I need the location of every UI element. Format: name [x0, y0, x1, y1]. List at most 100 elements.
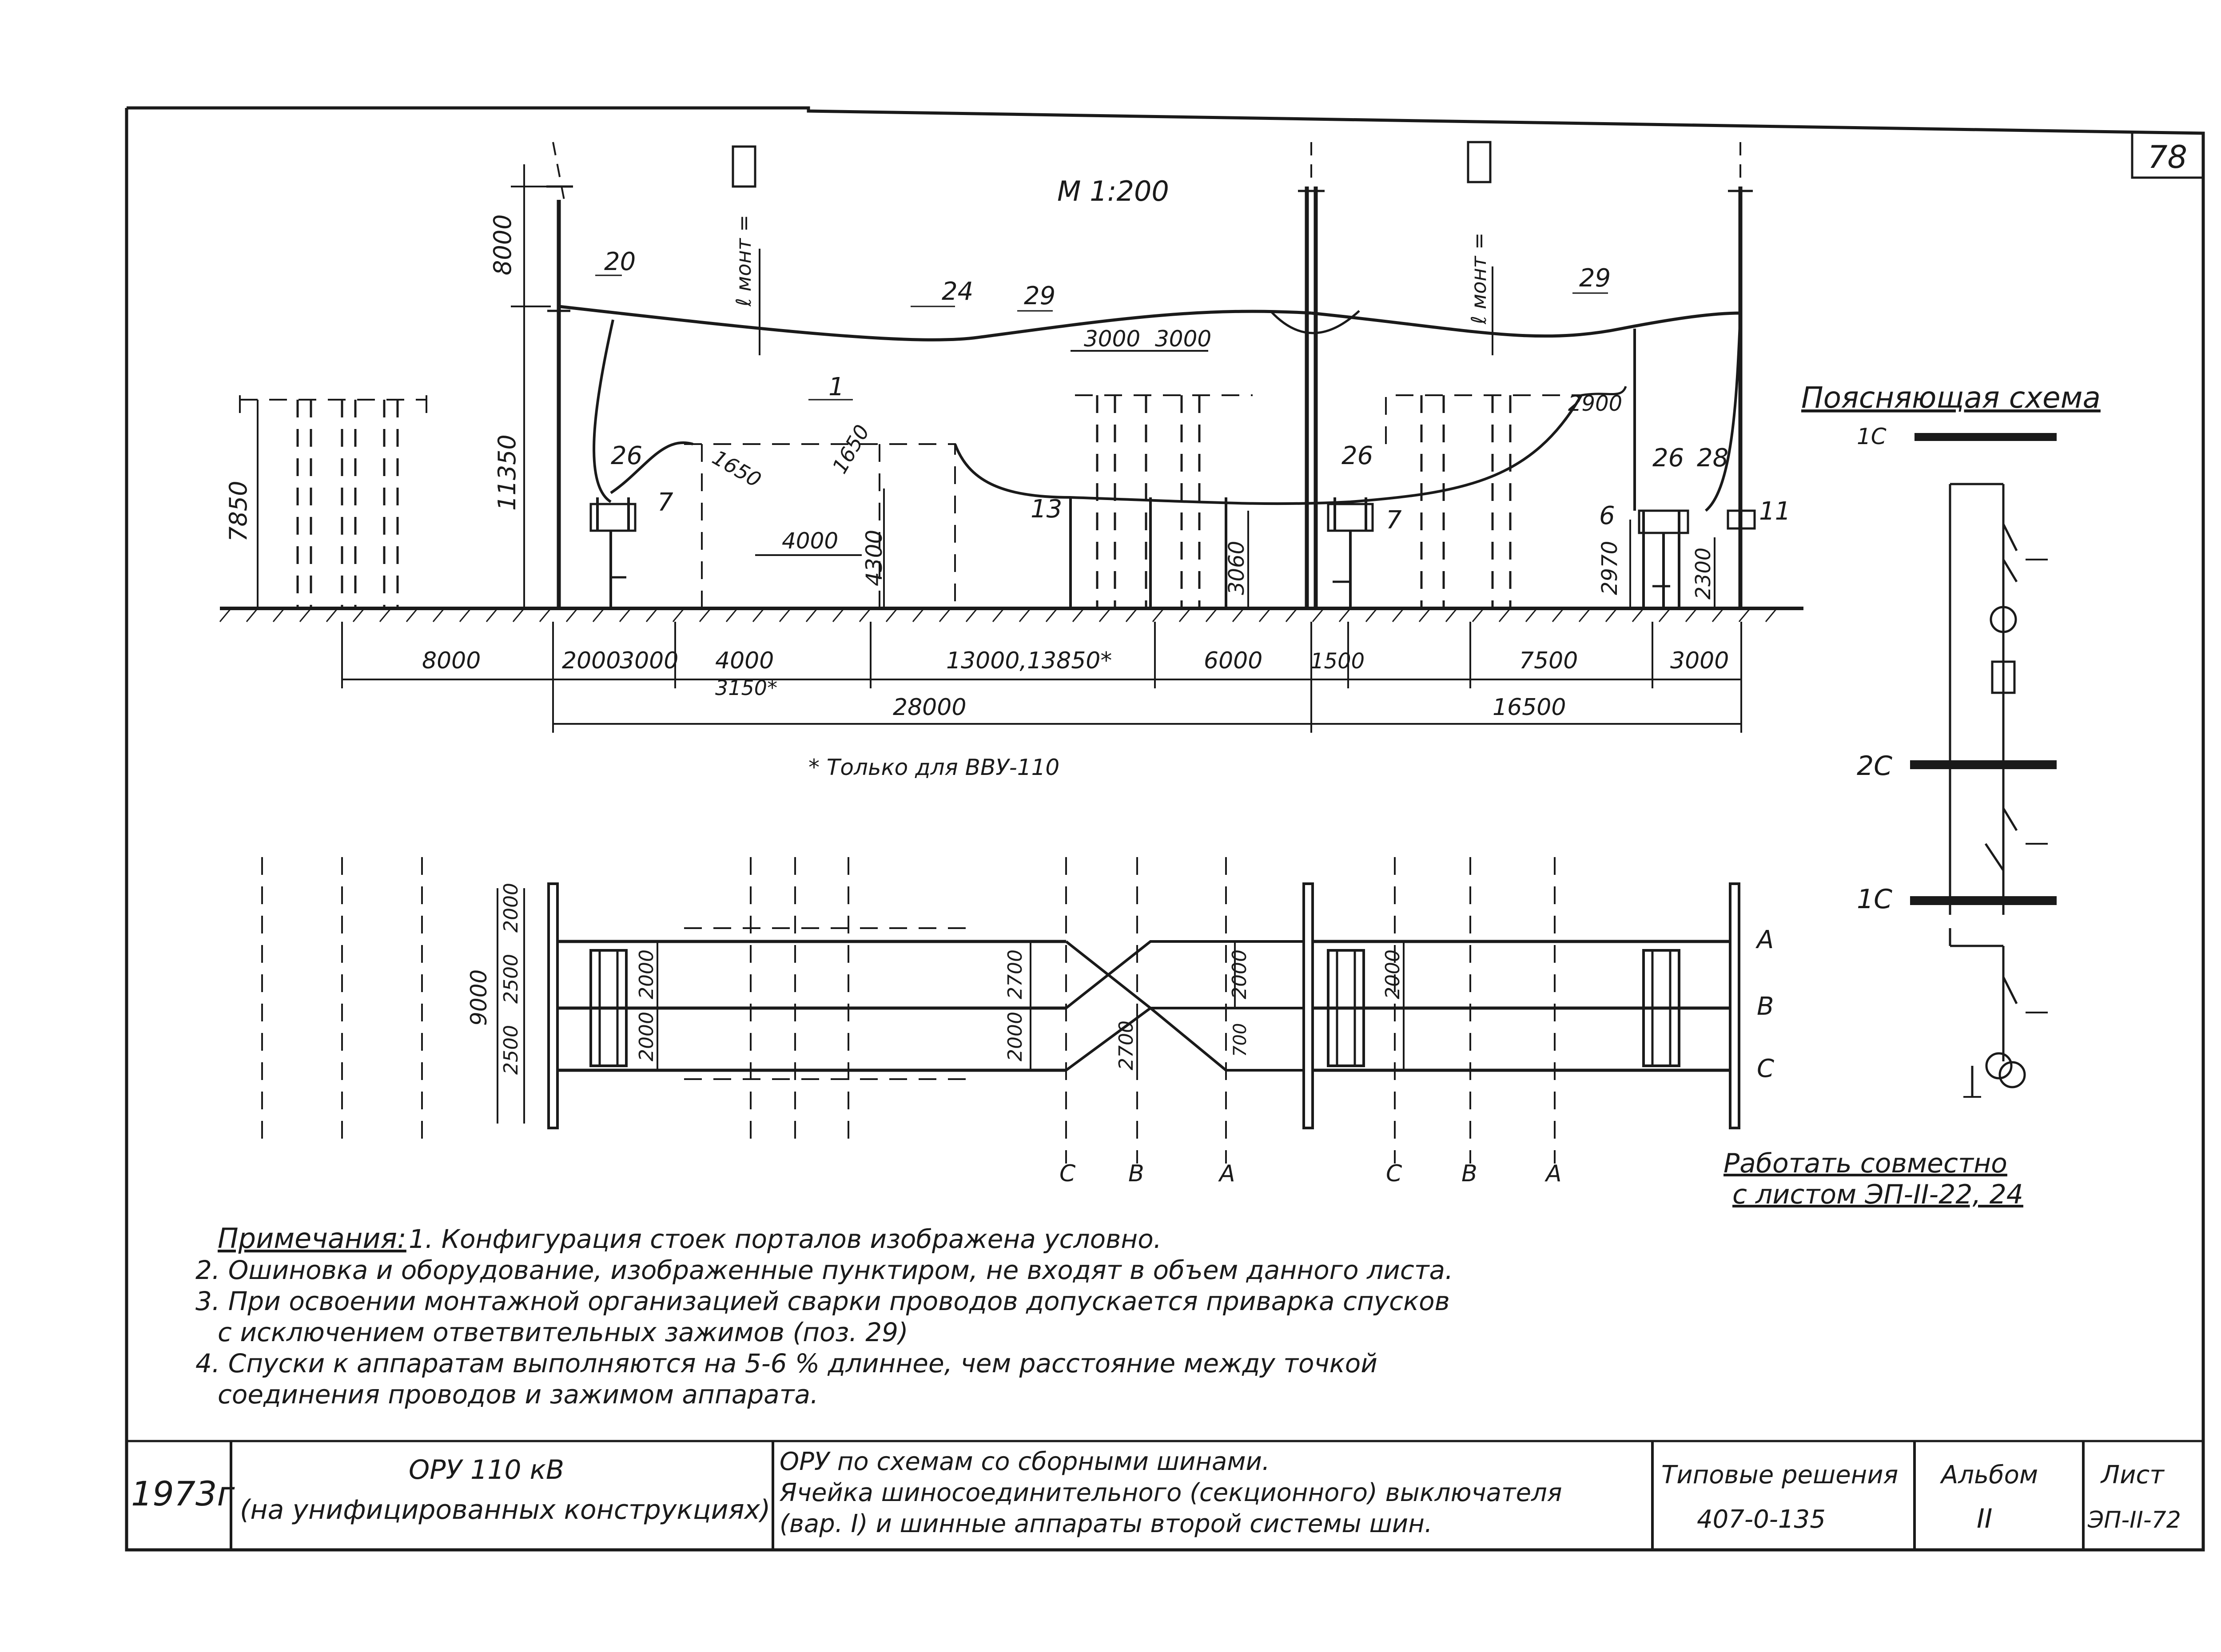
- pos-6: 6: [1599, 501, 1615, 530]
- schematic-disconnector-top: [2002, 523, 2048, 583]
- dim-3000-b: 3000: [1155, 326, 1211, 352]
- plan-phase-conductors: [557, 940, 1730, 1072]
- pos-29-a: 29: [1024, 282, 1055, 310]
- pos-7-b: 7: [1386, 506, 1402, 535]
- dashed-structures: [239, 394, 1581, 608]
- plan-portal-left: [547, 882, 559, 1129]
- pos-26-c: 26: [1652, 444, 1684, 473]
- sheet-number: 78: [2148, 139, 2187, 175]
- plan-disconnector-middle: [1327, 949, 1365, 1067]
- bus-1c-label: 1С: [1857, 884, 1892, 915]
- plan-dim-700: 700: [1230, 1023, 1250, 1057]
- note-1: 1. Конфигурация стоек порталов изображен…: [409, 1224, 1162, 1254]
- title-object-1: ОРУ 110 кВ: [409, 1454, 564, 1485]
- dim-11350: 11350: [493, 434, 521, 511]
- disconnector-left: [589, 497, 637, 608]
- plan-dim-2000-d: 2000: [1004, 1012, 1027, 1061]
- dim-1650-b: 1650: [828, 421, 874, 477]
- plan-dim-2700-b: 2700: [1115, 1021, 1138, 1070]
- plan-portal-right: [1729, 882, 1740, 1129]
- bus-1c-top-label: 1С: [1857, 424, 1887, 449]
- plan-dims: [497, 888, 1405, 1124]
- phase-bottom1-c: С: [1059, 1160, 1076, 1187]
- schematic-breaker: [1991, 660, 2016, 694]
- plan-dim-2000-a: 2000: [500, 883, 522, 933]
- pos-26-a: 26: [611, 441, 642, 470]
- dim-3000-a: 3000: [1084, 326, 1140, 352]
- phase-bottom2-c: С: [1386, 1160, 1402, 1187]
- schematic-voltage-transformer: [1963, 1052, 2026, 1098]
- bus-2c: [1910, 760, 2057, 769]
- plan-portal-middle: [1302, 882, 1314, 1129]
- phase-right-a: А: [1755, 925, 1774, 954]
- apparatus-posts: [1069, 497, 1680, 608]
- ground-line: [219, 607, 1803, 622]
- title-desc-3: (вар. I) и шинные аппараты второй систем…: [780, 1509, 1433, 1538]
- phase-right-c: С: [1757, 1054, 1774, 1083]
- plan-dim-2000-b: 2000: [635, 949, 658, 999]
- pos-28: 28: [1697, 444, 1728, 473]
- elevation-dims-vertical: [257, 164, 1716, 608]
- bdim-1500: 1500: [1310, 649, 1365, 674]
- title-desc-1: ОРУ по схемам со сборными шинами.: [780, 1447, 1270, 1476]
- phase-bottom1-a: А: [1218, 1160, 1235, 1187]
- portal-right: [1728, 142, 1753, 608]
- elevation-dims-horizontal: [341, 622, 1742, 733]
- dim-8000-top: 8000: [489, 214, 517, 275]
- notes-heading: Примечания:: [218, 1222, 406, 1255]
- mount-label-left: ℓ монт =: [732, 214, 756, 307]
- pos-24: 24: [942, 277, 973, 306]
- pos-26-b: 26: [1341, 441, 1373, 470]
- disconnector-right: [1638, 509, 1756, 608]
- plan-disconnector-right: [1642, 949, 1680, 1067]
- plan-dim-2500-a: 2500: [500, 954, 522, 1004]
- bdim-16500: 16500: [1493, 694, 1566, 721]
- bus-2c-label: 2С: [1857, 751, 1892, 782]
- plan-dashed-boundaries: [261, 857, 1556, 1164]
- dim-2900: 2900: [1568, 391, 1622, 416]
- portal-middle: [1270, 142, 1360, 608]
- phase-bottom1-b: В: [1128, 1160, 1144, 1187]
- conductors: [558, 305, 1742, 512]
- scale-label: М 1:200: [1057, 175, 1169, 207]
- plan-dim-2000-e: 2000: [1228, 949, 1251, 999]
- plan-dim-2700-a: 2700: [1004, 949, 1027, 999]
- schematic-title: Поясняющая схема: [1801, 381, 2101, 415]
- mount-marker-left: ℓ монт =: [732, 145, 760, 355]
- bus-1c-top: [1915, 433, 2057, 441]
- bdim-4000: 4000: [715, 647, 774, 674]
- dim-4300: 4300: [861, 530, 887, 586]
- title-desc-2: Ячейка шиносоединительного (секционного)…: [779, 1478, 1562, 1507]
- pos-29-b: 29: [1579, 264, 1611, 293]
- pos-20: 20: [604, 247, 636, 276]
- title-album-value: II: [1977, 1503, 1992, 1534]
- note-3: 3. При освоении монтажной организацией с…: [195, 1286, 1450, 1316]
- note-jointly-2: с листом ЭП-II-22, 24: [1732, 1179, 2023, 1210]
- schematic-current-transformer: [1990, 606, 2017, 633]
- note-3b: с исключением ответвительных зажимов (по…: [218, 1317, 908, 1347]
- bdim-3000: 3000: [620, 647, 678, 674]
- bdim-13000: 13000,13850*: [946, 647, 1112, 674]
- title-typical-label: Типовые решения: [1661, 1461, 1898, 1489]
- phase-bottom2-b: В: [1461, 1160, 1477, 1187]
- note-4b: соединения проводов и зажимом аппарата.: [218, 1379, 818, 1410]
- pos-11: 11: [1759, 497, 1791, 526]
- pos-1: 1: [828, 373, 844, 401]
- dim-4000: 4000: [782, 528, 838, 554]
- dim-1650-a: 1650: [708, 445, 765, 492]
- elevation-view: М 1:200: [219, 141, 1803, 780]
- bdim-3000r: 3000: [1670, 647, 1729, 674]
- note-2: 2. Ошиновка и оборудование, изображенные…: [195, 1255, 1453, 1285]
- bdim-2000: 2000: [562, 647, 621, 674]
- mount-label-right: ℓ монт =: [1467, 232, 1491, 325]
- title-block: 1973г ОРУ 110 кВ (на унифицированных кон…: [131, 1441, 2181, 1550]
- plan-dim-9000: 9000: [466, 969, 492, 1026]
- sheet-frame: 78: [125, 106, 2205, 1552]
- dim-2300: 2300: [1691, 548, 1715, 600]
- disconnector-middle: [1327, 497, 1374, 608]
- dim-7850: 7850: [224, 481, 252, 542]
- mount-marker-right: ℓ монт =: [1467, 141, 1493, 355]
- plan-dim-2500-b: 2500: [500, 1025, 522, 1075]
- bdim-8000: 8000: [422, 647, 481, 674]
